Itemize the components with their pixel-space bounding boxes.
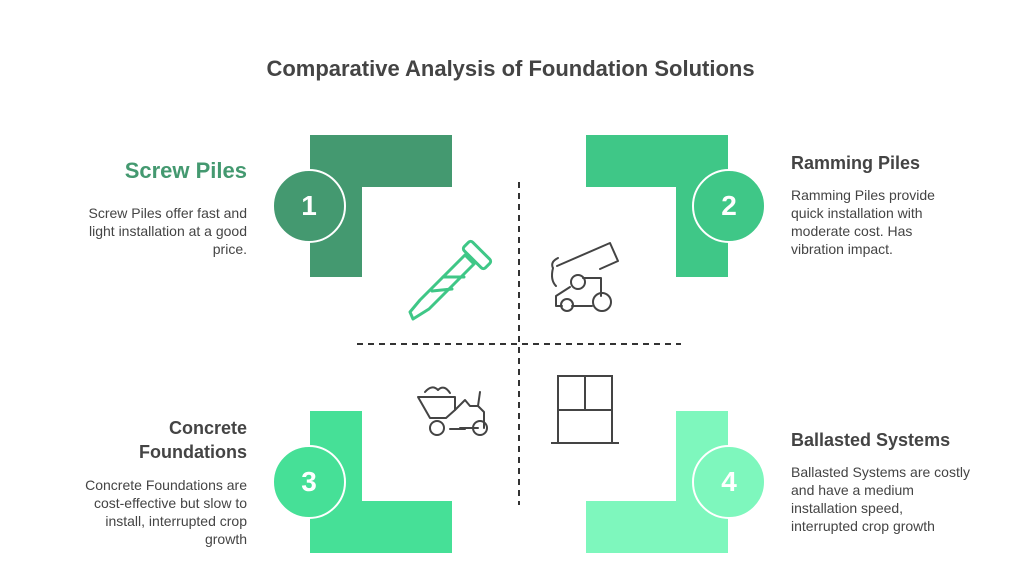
heading-concrete-foundations: Concrete Foundations — [139, 418, 247, 462]
number-badge-2: 2 — [692, 169, 766, 243]
number-badge-1: 1 — [272, 169, 346, 243]
pile-driver-icon — [551, 242, 619, 312]
heading-ballasted-systems: Ballasted Systems — [791, 430, 951, 450]
heading-screw-piles: Screw Piles — [124, 158, 247, 183]
number-badge-4: 4 — [692, 445, 766, 519]
text-screw-piles: Screw Piles offer fast and light install… — [88, 205, 247, 257]
number-badge-3: 3 — [272, 445, 346, 519]
text-ballasted-systems: Ballasted Systems are costly and have a … — [791, 464, 970, 534]
ballast-blocks-icon — [551, 375, 619, 444]
concrete-mixer-icon — [417, 386, 488, 436]
page-title: Comparative Analysis of Foundation Solut… — [266, 56, 755, 81]
text-concrete-foundations: Concrete Foundations are cost-effective … — [85, 477, 247, 547]
heading-ramming-piles: Ramming Piles — [791, 153, 921, 173]
text-ramming-piles: Ramming Piles provide quick installation… — [791, 187, 935, 257]
screw-icon — [408, 239, 493, 321]
